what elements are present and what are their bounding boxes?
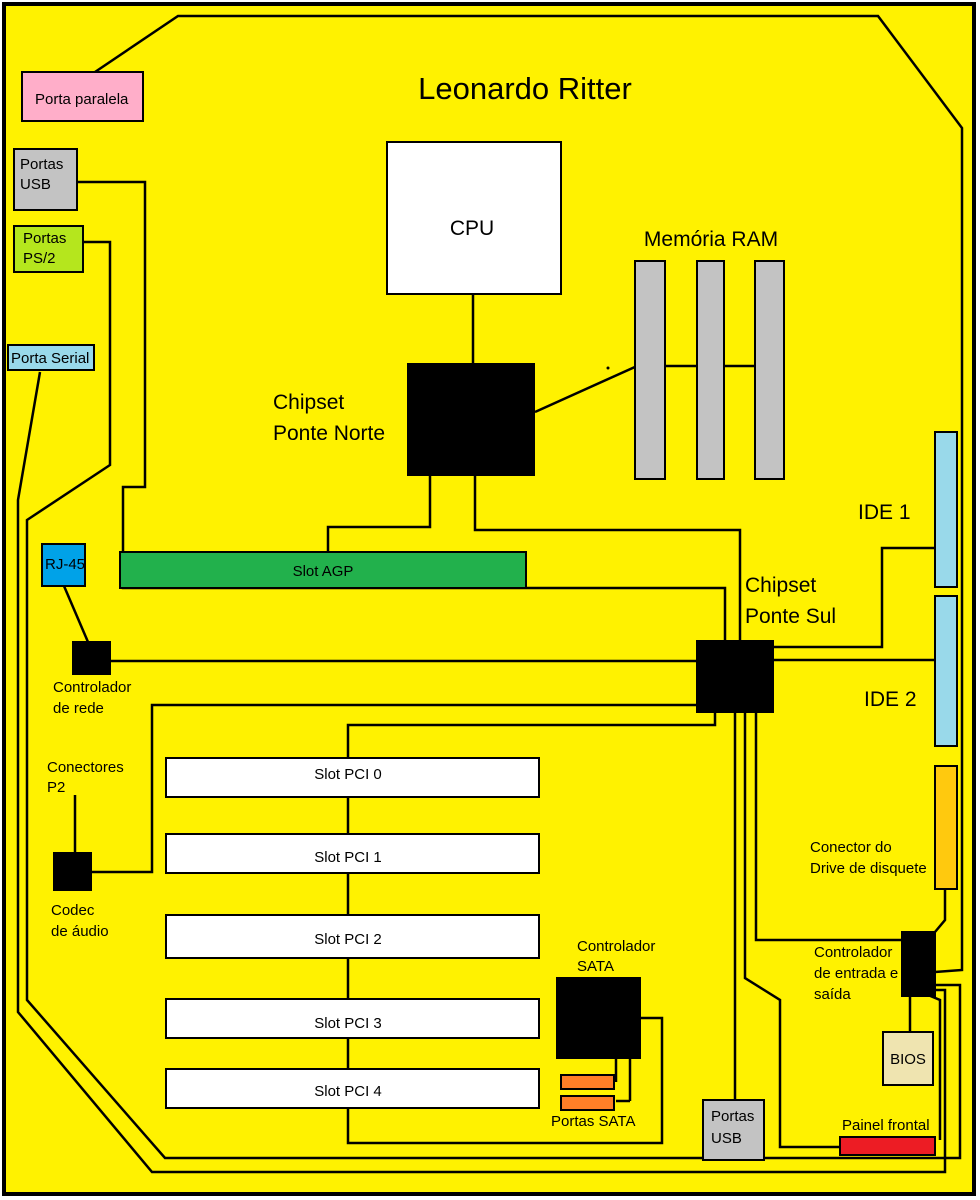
bios-chip [882, 1031, 934, 1086]
pci-slot-1 [165, 833, 540, 874]
usb-ports-bottom-label-1: Portas [711, 1108, 754, 1125]
pci-slot-0-label: Slot PCI 0 [314, 766, 382, 783]
south-bridge-chip [696, 640, 774, 713]
wire-floppy-io [934, 890, 947, 933]
front-panel-label: Painel frontal [842, 1117, 930, 1134]
wire-front-panel [743, 713, 840, 1149]
usb-ports-top-label-1: Portas [20, 156, 63, 173]
io-controller-label-3: saída [814, 986, 851, 1003]
wire-serial [16, 371, 947, 1174]
ide1-connector [934, 431, 958, 588]
floppy-connector-label-2: Drive de disquete [810, 860, 927, 877]
ide2-label: IDE 2 [864, 688, 917, 711]
wire-pci-bus [346, 713, 717, 1145]
pci-slots: Slot PCI 0 Slot PCI 1 Slot PCI 2 Slot PC… [165, 757, 540, 1109]
sata-controller-label-2: SATA [577, 958, 614, 975]
audio-codec-chip [53, 852, 92, 891]
pci-slot-3 [165, 998, 540, 1039]
ram-module-1 [634, 260, 666, 480]
sata-ports-label: Portas SATA [551, 1113, 635, 1130]
serial-port-label: Porta Serial [11, 350, 89, 367]
wire-io-controller [754, 713, 902, 942]
parallel-port-label: Porta paralela [35, 91, 129, 108]
audio-codec-label-2: de áudio [51, 923, 109, 940]
usb-ports-bottom-label-2: USB [711, 1130, 742, 1147]
sata-controller-chip [556, 977, 641, 1059]
north-bridge-label-2: Ponte Norte [273, 422, 385, 445]
pci-slot-2 [165, 914, 540, 959]
rj45-port-label: RJ-45 [45, 556, 85, 573]
front-panel-connector [839, 1136, 936, 1156]
network-controller-chip [72, 641, 111, 675]
agp-slot [119, 551, 527, 589]
io-controller-label-2: de entrada e [814, 965, 898, 982]
north-bridge-chip [407, 363, 535, 476]
serial-port [7, 344, 95, 371]
pci-slot-3-label: Slot PCI 3 [314, 1015, 382, 1032]
ps2-ports [13, 225, 84, 273]
wire-northbridge-agp [326, 475, 432, 552]
wire-usb-top [78, 180, 727, 643]
ram-label: Memória RAM [644, 228, 778, 251]
io-controller-chip [901, 931, 936, 997]
cpu-label: CPU [450, 217, 494, 240]
wire-rj45-network [62, 585, 90, 643]
floppy-connector-label-1: Conector do [810, 839, 892, 856]
ps2-ports-label-1: Portas [23, 230, 66, 247]
sata-controller-label-1: Controlador [577, 938, 655, 955]
pci-slot-1-label: Slot PCI 1 [314, 849, 382, 866]
p2-connectors-label-1: Conectores [47, 759, 124, 776]
usb-ports-top-label-2: USB [20, 176, 51, 193]
parallel-port [21, 71, 144, 122]
ide1-label: IDE 1 [858, 501, 911, 524]
network-controller-label-1: Controlador [53, 679, 131, 696]
ram-module-3 [754, 260, 785, 480]
ps2-ports-label-2: PS/2 [23, 250, 56, 267]
network-controller-label-2: de rede [53, 700, 104, 717]
audio-codec-label-1: Codec [51, 902, 95, 919]
cpu [386, 141, 562, 295]
p2-connectors-label-2: P2 [47, 779, 65, 796]
wire-parallel-port [94, 14, 964, 974]
stray-dot [606, 366, 610, 370]
pci-slot-2-label: Slot PCI 2 [314, 931, 382, 948]
usb-ports-top [13, 148, 78, 211]
diagram-title: Leonardo Ritter [418, 71, 632, 106]
sata-port-1 [560, 1074, 615, 1090]
bios-label: BIOS [890, 1051, 926, 1068]
wire-southbridge-ide1 [773, 546, 935, 649]
rj45-port [41, 543, 86, 587]
sata-port-2 [560, 1095, 615, 1111]
floppy-connector [934, 765, 958, 890]
wire-ps2 [25, 240, 962, 1160]
ram-module-2 [696, 260, 725, 480]
ide2-connector [934, 595, 958, 747]
south-bridge-label-1: Chipset [745, 574, 816, 597]
north-bridge-label-1: Chipset [273, 391, 344, 414]
wire-audio-southbridge [91, 703, 697, 874]
io-controller-label-1: Controlador [814, 944, 892, 961]
pci-slot-4-label: Slot PCI 4 [314, 1083, 382, 1100]
usb-ports-bottom [702, 1099, 765, 1161]
wire-northbridge-southbridge [473, 475, 742, 643]
connection-wires [16, 14, 964, 1174]
pci-slot-0 [165, 757, 540, 798]
agp-slot-label: Slot AGP [293, 563, 354, 580]
pci-slot-4 [165, 1068, 540, 1109]
south-bridge-label-2: Ponte Sul [745, 605, 836, 628]
